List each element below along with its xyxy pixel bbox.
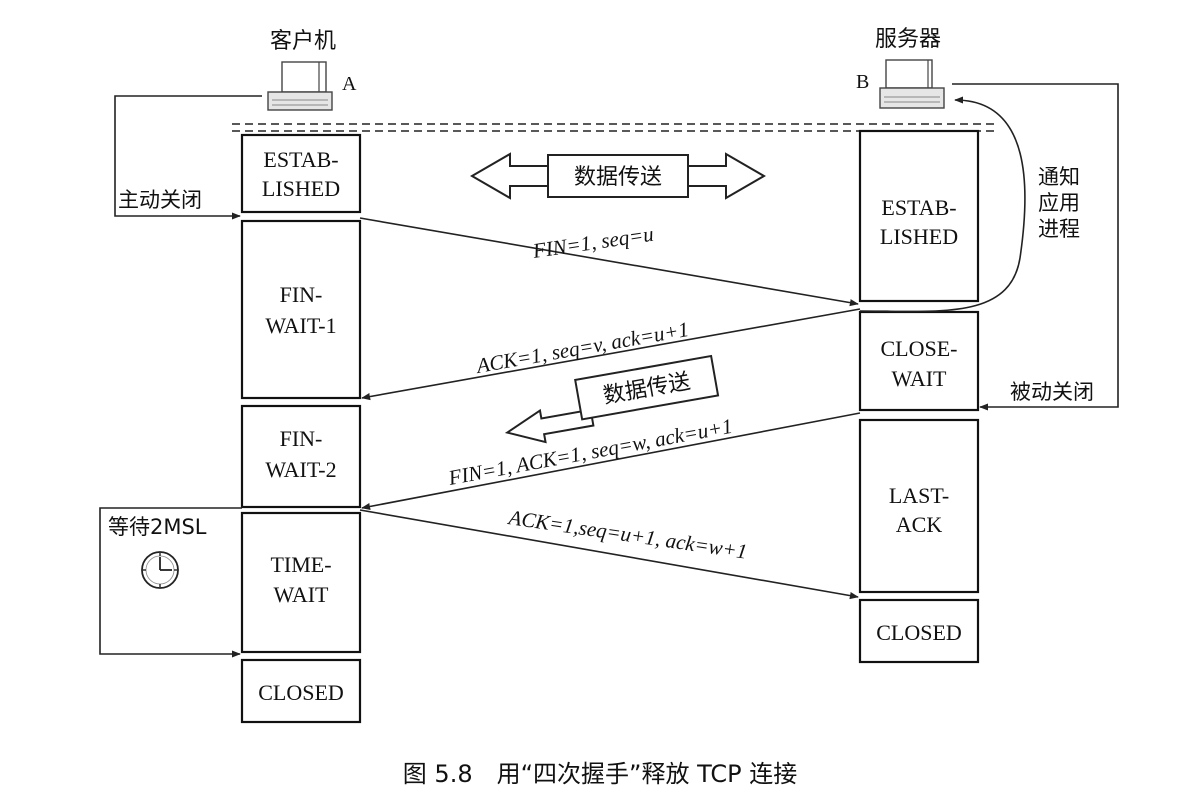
client-title: 客户机 (270, 29, 336, 54)
message-fin-arrow: FIN=1, seq=u (359, 217, 859, 307)
data-transfer-oneway-arrow: 数据传送 (504, 354, 720, 444)
svg-text:CLOSED: CLOSED (258, 680, 344, 705)
wait-2msl-connector (99, 507, 242, 658)
svg-text:FIN-: FIN- (280, 426, 323, 451)
svg-text:数据传送: 数据传送 (574, 165, 662, 190)
client-state-closed: CLOSED (240, 658, 362, 724)
server-computer-icon (879, 59, 945, 109)
passive-close-connector (952, 83, 1119, 411)
wait-2msl-label: 等待2MSL (108, 515, 207, 539)
svg-text:WAIT: WAIT (892, 366, 948, 391)
clock-icon (141, 551, 179, 589)
svg-text:TIME-: TIME- (270, 552, 331, 577)
server-title: 服务器 (875, 27, 941, 52)
svg-text:WAIT: WAIT (274, 582, 330, 607)
client-state-established: ESTAB- LISHED (240, 133, 362, 214)
svg-text:FIN-: FIN- (280, 282, 323, 307)
client-label-a: A (342, 73, 357, 95)
server-state-close-wait: CLOSE- WAIT (858, 310, 980, 412)
notify-app-label: 通知 应用 进程 (1038, 165, 1080, 241)
svg-text:CLOSE-: CLOSE- (881, 336, 958, 361)
svg-text:ESTAB-: ESTAB- (263, 147, 338, 172)
data-transfer-bidirectional-arrow: 数据传送 (470, 152, 766, 200)
passive-close-label: 被动关闭 (1010, 380, 1094, 404)
client-state-fin-wait-2: FIN- WAIT-2 (240, 404, 362, 509)
notify-app-connector (859, 96, 1026, 313)
svg-text:FIN=1, seq=u: FIN=1, seq=u (530, 222, 655, 263)
active-close-connector (114, 95, 262, 220)
message-final-ack-arrow: ACK=1,seq=u+1, ack=w+1 (359, 505, 859, 600)
client-computer-icon (267, 61, 333, 111)
message-fin-ack-arrow: FIN=1, ACK=1, seq=w, ack=u+1 (361, 412, 861, 511)
client-state-fin-wait-1: FIN- WAIT-1 (240, 219, 362, 400)
figure-caption: 图 5.8 用“四次握手”释放 TCP 连接 (403, 760, 797, 788)
svg-text:进程: 进程 (1038, 217, 1080, 241)
active-close-label: 主动关闭 (118, 188, 202, 212)
server-state-last-ack: LAST- ACK (858, 418, 980, 594)
server-label-b: B (856, 71, 869, 93)
server-state-closed: CLOSED (858, 598, 980, 664)
svg-text:WAIT-1: WAIT-1 (265, 313, 336, 338)
svg-text:WAIT-2: WAIT-2 (265, 457, 336, 482)
svg-text:应用: 应用 (1038, 191, 1080, 215)
svg-text:ACK=1,seq=u+1, ack=w+1: ACK=1,seq=u+1, ack=w+1 (505, 505, 749, 564)
server-state-established: ESTAB- LISHED (858, 129, 980, 303)
svg-text:LAST-: LAST- (889, 483, 949, 508)
client-state-time-wait: TIME- WAIT (240, 511, 362, 654)
svg-text:LISHED: LISHED (262, 176, 340, 201)
connection-dashed-line (232, 123, 995, 132)
svg-text:通知: 通知 (1038, 165, 1080, 189)
svg-text:ESTAB-: ESTAB- (881, 195, 956, 220)
svg-text:ACK: ACK (896, 512, 943, 537)
svg-text:CLOSED: CLOSED (876, 620, 962, 645)
svg-text:LISHED: LISHED (880, 224, 958, 249)
